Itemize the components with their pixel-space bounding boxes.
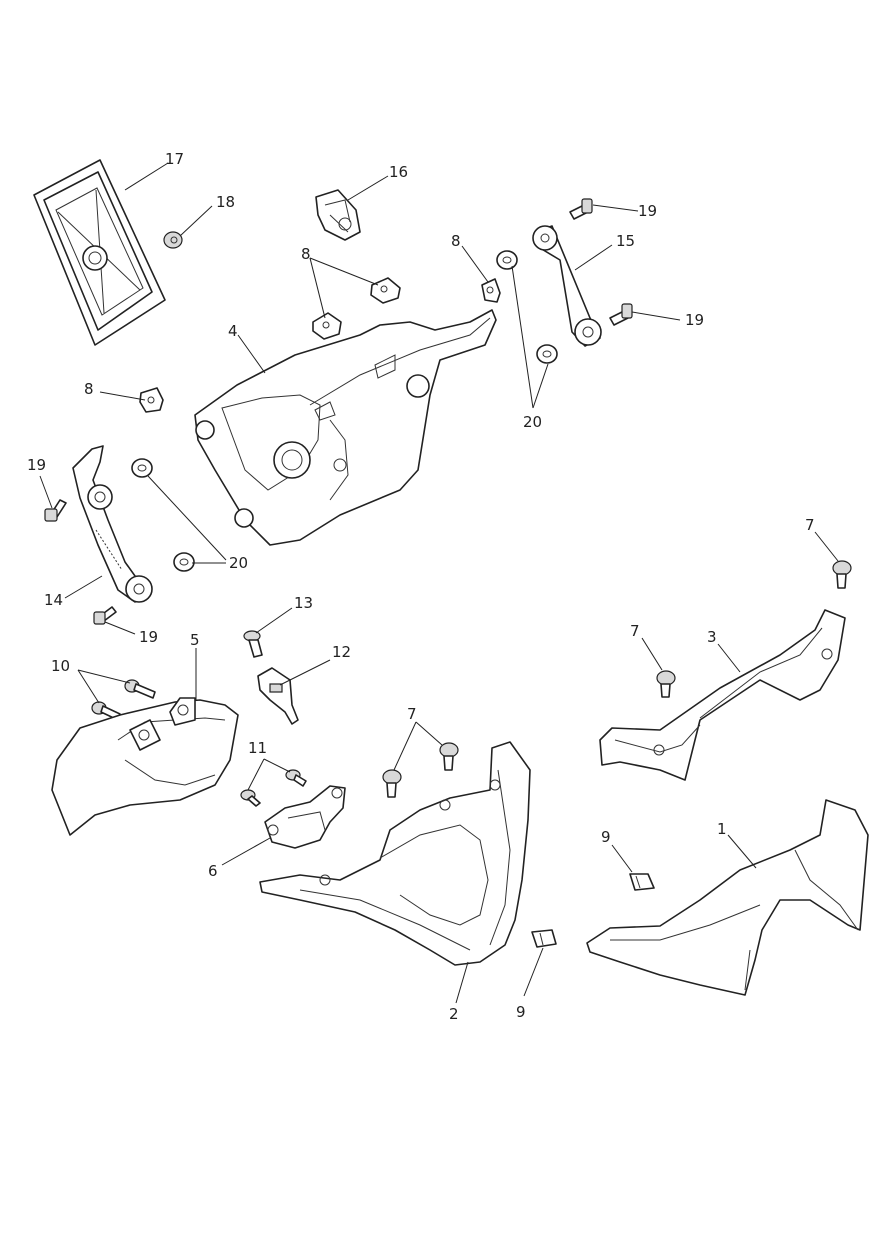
callout-5: 5 (190, 631, 200, 649)
part-20-washer-a (496, 250, 518, 270)
part-19-bolt-c (44, 499, 67, 522)
part-6-bracket (264, 785, 346, 849)
part-7-screw-d (382, 769, 402, 798)
part-4-main-bracket (194, 309, 497, 546)
callout-8: 8 (84, 380, 94, 398)
part-16-clip (315, 189, 361, 241)
callout-15: 15 (616, 232, 635, 250)
callout-13: 13 (294, 594, 313, 612)
part-20-washer-c (131, 458, 153, 478)
part-9-clip-a (629, 873, 655, 891)
part-8-nut-d (139, 387, 164, 413)
callout-18: 18 (216, 193, 235, 211)
callout-12: 12 (332, 643, 351, 661)
callout-16: 16 (389, 163, 408, 181)
part-19-bolt-a (569, 198, 593, 220)
callout-19: 19 (27, 456, 46, 474)
callout-8: 8 (301, 245, 311, 263)
part-14-link-arm (72, 445, 153, 603)
part-5-side-bracket (51, 697, 239, 836)
callout-labels: 1 2 3 4 5 6 7 7 7 8 8 8 9 9 10 11 12 13 … (27, 150, 815, 1023)
callout-17: 17 (165, 150, 184, 168)
callout-4: 4 (228, 322, 238, 340)
part-8-nut-a (370, 277, 401, 304)
callout-19: 19 (685, 311, 704, 329)
callout-9: 9 (516, 1003, 526, 1021)
part-20-washer-d (173, 552, 195, 572)
callout-3: 3 (707, 628, 717, 646)
callout-20: 20 (229, 554, 248, 572)
part-15-link-arm (532, 225, 602, 347)
callout-14: 14 (44, 591, 63, 609)
part-12-sensor (257, 667, 299, 725)
part-13-screw (243, 630, 263, 658)
part-2-lower-fairing (259, 741, 531, 966)
callout-7: 7 (630, 622, 640, 640)
part-7-screw-b (656, 670, 676, 698)
leader-lines (39, 162, 839, 1004)
callout-9: 9 (601, 828, 611, 846)
part-19-bolt-d (93, 606, 117, 625)
part-17-frame (33, 159, 166, 346)
part-7-screw-a (832, 560, 852, 589)
part-18-fastener (163, 231, 183, 249)
part-3-right-panel (599, 609, 846, 781)
callout-7: 7 (805, 516, 815, 534)
callout-11: 11 (248, 739, 267, 757)
part-8-nut-b (312, 312, 342, 340)
part-8-nut-c (481, 278, 501, 303)
part-7-screw-c (439, 742, 459, 771)
part-11-screw-b (240, 789, 261, 807)
callout-2: 2 (449, 1005, 459, 1023)
callout-10: 10 (51, 657, 70, 675)
callout-7: 7 (407, 705, 417, 723)
callout-20: 20 (523, 413, 542, 431)
callout-6: 6 (208, 862, 218, 880)
part-20-washer-b (536, 344, 558, 364)
part-9-clip-b (531, 929, 557, 948)
callout-1: 1 (717, 820, 727, 838)
callout-19: 19 (139, 628, 158, 646)
part-19-bolt-b (609, 303, 633, 326)
callout-19: 19 (638, 202, 657, 220)
callout-8: 8 (451, 232, 461, 250)
part-11-screw-a (285, 769, 307, 787)
part-1-lower-panel (586, 799, 869, 996)
